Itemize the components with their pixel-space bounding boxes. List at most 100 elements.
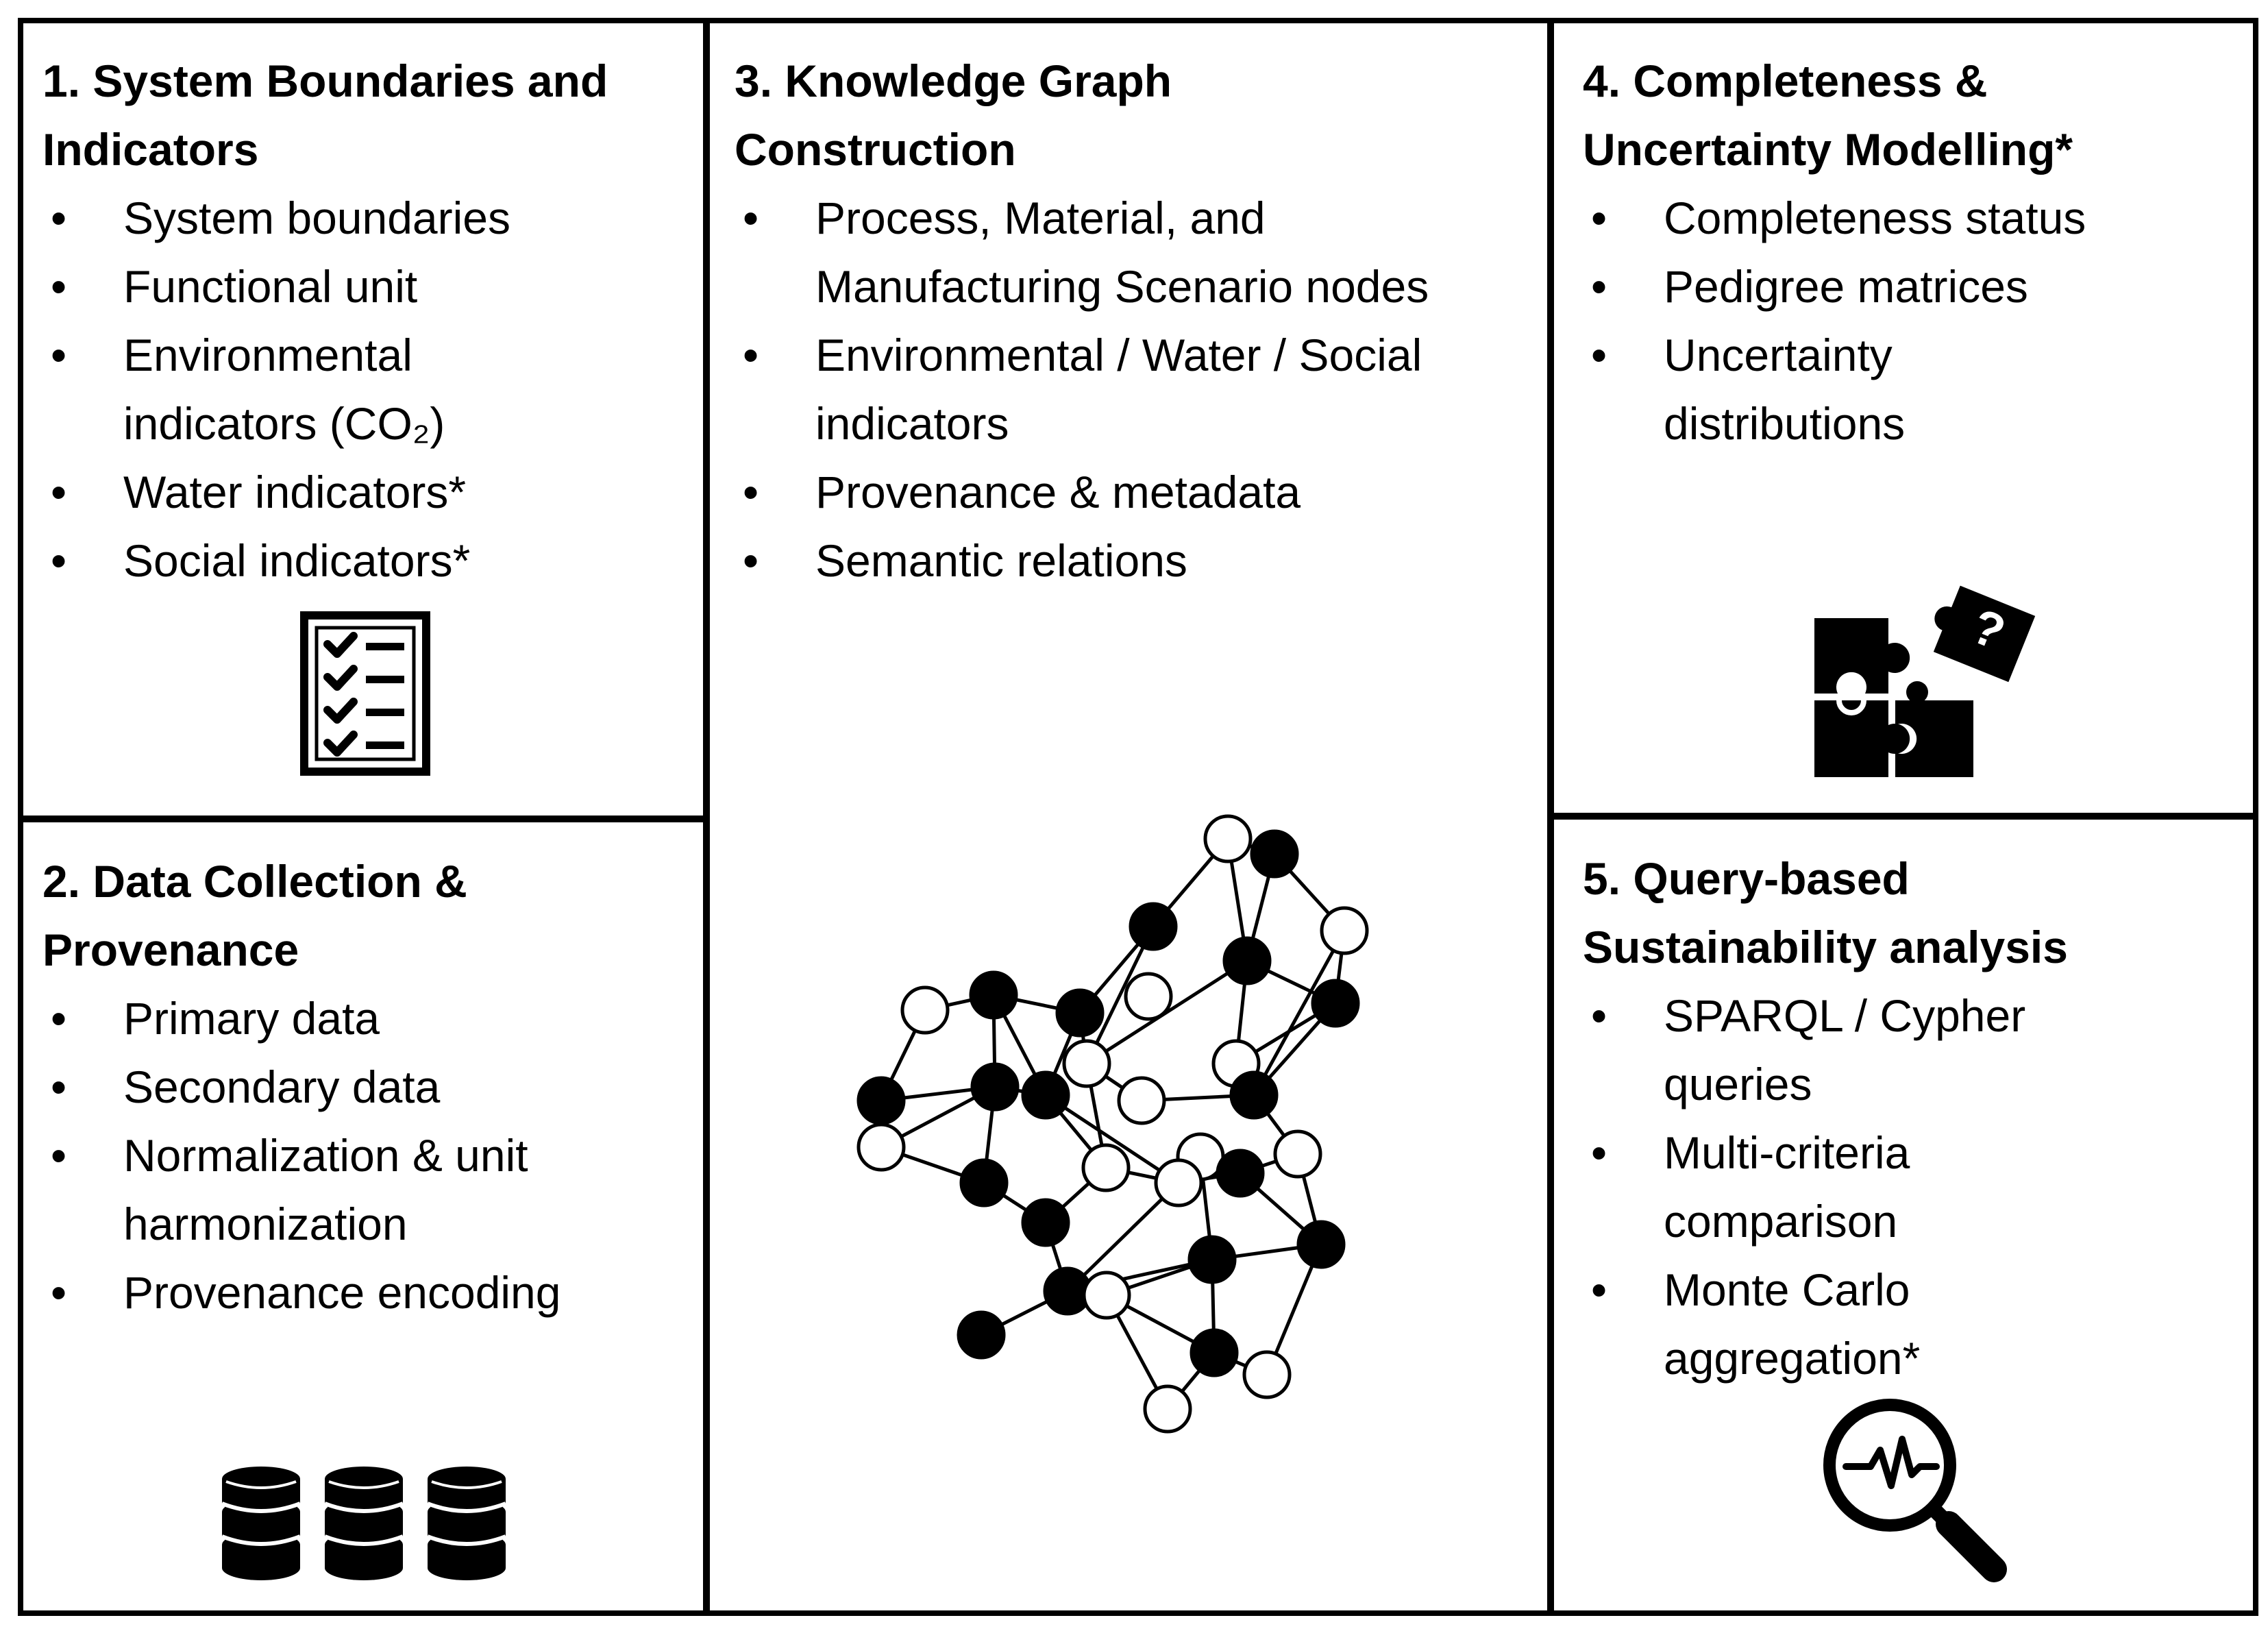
graph-node-filled <box>1129 902 1178 951</box>
list-item-text: comparison <box>1664 1196 1898 1247</box>
panel-5-title-line-1: 5. Query-based <box>1583 853 1910 904</box>
panel-5-title-line-2: Sustainability analysis <box>1583 922 2068 972</box>
graph-node-filled <box>1021 1198 1070 1247</box>
list-item: Multi-criteria <box>1583 1118 2247 1187</box>
graph-node-filled <box>1296 1220 1346 1269</box>
frame-border-top <box>18 18 2258 23</box>
graph-node-filled <box>969 970 1018 1020</box>
list-item-continuation: indicators <box>735 389 1543 458</box>
graph-node-open <box>1154 1158 1203 1207</box>
list-item: Semantic relations <box>735 526 1543 595</box>
row-divider-left <box>18 816 707 822</box>
panel-query-analysis: 5. Query-based Sustainability analysis S… <box>1583 844 2247 1393</box>
graph-edge <box>1252 929 1346 1096</box>
list-item: Uncertainty <box>1583 321 2247 389</box>
list-item: Social indicators* <box>42 526 700 595</box>
list-item-continuation: aggregation* <box>1583 1324 2247 1393</box>
panel-2-item-list: Primary data Secondary data Normalizatio… <box>42 984 700 1327</box>
list-item: Water indicators* <box>42 458 700 526</box>
panel-data-collection: 2. Data Collection & Provenance Primary … <box>42 847 700 1327</box>
graph-node-filled <box>1222 936 1272 985</box>
list-item: Environmental <box>42 321 700 389</box>
graph-node-open <box>1273 1129 1322 1179</box>
panel-4-title-line-1: 4. Completeness & <box>1583 56 1988 106</box>
frame-border-bottom <box>18 1610 2258 1616</box>
graph-node-open <box>1081 1143 1131 1192</box>
list-item-continuation: Manufacturing Scenario nodes <box>735 252 1543 321</box>
puzzle-icon: ? <box>1814 585 2036 777</box>
list-item: Provenance encoding <box>42 1258 700 1327</box>
graph-node-open <box>900 985 950 1035</box>
graph-edge <box>1085 925 1155 1065</box>
list-item: Secondary data <box>42 1053 700 1121</box>
graph-node-open <box>1143 1384 1192 1434</box>
graph-node-open <box>1062 1039 1111 1088</box>
graph-node-filled <box>1021 1070 1070 1120</box>
list-item: Provenance & metadata <box>735 458 1543 526</box>
graph-node-open <box>856 1123 906 1172</box>
graph-node-filled <box>1229 1070 1279 1120</box>
list-item-text: queries <box>1664 1059 1812 1109</box>
graph-node-open <box>1242 1350 1292 1399</box>
list-item: System boundaries <box>42 184 700 252</box>
graph-node-open <box>1203 814 1253 863</box>
list-item-continuation: harmonization <box>42 1190 700 1258</box>
list-item-text: Manufacturing Scenario nodes <box>815 261 1429 312</box>
graph-node-filled <box>1187 1235 1237 1284</box>
graph-edge <box>1066 1181 1180 1292</box>
panel-completeness-uncertainty: 4. Completeness & Uncertainty Modelling*… <box>1583 47 2247 458</box>
list-item-text: distributions <box>1664 398 1906 449</box>
graph-node-filled <box>1250 829 1299 879</box>
graph-node-filled <box>1216 1149 1265 1198</box>
frame-border-right <box>2253 18 2258 1616</box>
list-item: Functional unit <box>42 252 700 321</box>
panel-3-item-list: Process, Material, and Manufacturing Sce… <box>735 184 1543 595</box>
list-item: Pedigree matrices <box>1583 252 2247 321</box>
panel-1-item-list: System boundaries Functional unit Enviro… <box>42 184 700 595</box>
panel-system-boundaries: 1. System Boundaries and Indicators Syst… <box>42 47 700 595</box>
list-item: Monte Carlo <box>1583 1255 2247 1324</box>
list-item-text: indicators <box>815 398 1009 449</box>
graph-node-filled <box>957 1310 1006 1360</box>
list-item-continuation: distributions <box>1583 389 2247 458</box>
graph-node-open <box>1124 972 1173 1021</box>
checklist-icon <box>300 611 430 776</box>
panel-3-title-line-2: Construction <box>735 124 1016 175</box>
list-item: Primary data <box>42 984 700 1053</box>
panel-1-title-line-2: Indicators <box>42 124 259 175</box>
graph-node-filled <box>1311 979 1360 1028</box>
list-item-continuation: queries <box>1583 1050 2247 1118</box>
panel-4-item-list: Completeness status Pedigree matrices Un… <box>1583 184 2247 458</box>
list-item: Environmental / Water / Social <box>735 321 1543 389</box>
panel-1-title-line-1: 1. System Boundaries and <box>42 56 608 106</box>
list-item: Process, Material, and <box>735 184 1543 252</box>
graph-node-filled <box>959 1158 1009 1207</box>
list-item-continuation: indicators (CO₂) <box>42 389 700 458</box>
graph-edge <box>1044 1093 1180 1185</box>
list-item-text: indicators (CO₂) <box>123 398 445 449</box>
diagram-frame: 1. System Boundaries and Indicators Syst… <box>18 18 2258 1616</box>
database-icon <box>221 1467 507 1580</box>
graph-node-filled <box>856 1076 906 1125</box>
panel-2-title-line-2: Provenance <box>42 924 299 975</box>
graph-node-filled <box>1190 1328 1239 1377</box>
panel-knowledge-graph: 3. Knowledge Graph Construction Process,… <box>735 47 1543 595</box>
graph-node-filled <box>970 1062 1020 1112</box>
graph-node-open <box>1117 1076 1166 1125</box>
list-item-text: aggregation* <box>1664 1333 1921 1384</box>
list-item-continuation: comparison <box>1583 1187 2247 1255</box>
panel-3-title-line-1: 3. Knowledge Graph <box>735 56 1172 106</box>
list-item-text: harmonization <box>123 1199 408 1249</box>
panel-2-title-line-1: 2. Data Collection & <box>42 856 467 907</box>
knowledge-graph-network-icon <box>856 814 1369 1434</box>
graph-node-open <box>1320 906 1369 955</box>
magnifier-icon <box>1823 1399 2007 1582</box>
list-item: Normalization & unit <box>42 1121 700 1190</box>
panel-4-title-line-2: Uncertainty Modelling* <box>1583 124 2073 175</box>
panel-5-item-list: SPARQL / Cypher queries Multi-criteria c… <box>1583 981 2247 1393</box>
row-divider-right <box>1550 813 2256 820</box>
graph-node-open <box>1082 1271 1131 1320</box>
list-item: SPARQL / Cypher <box>1583 981 2247 1050</box>
graph-node-filled <box>1055 988 1105 1038</box>
list-item: Completeness status <box>1583 184 2247 252</box>
